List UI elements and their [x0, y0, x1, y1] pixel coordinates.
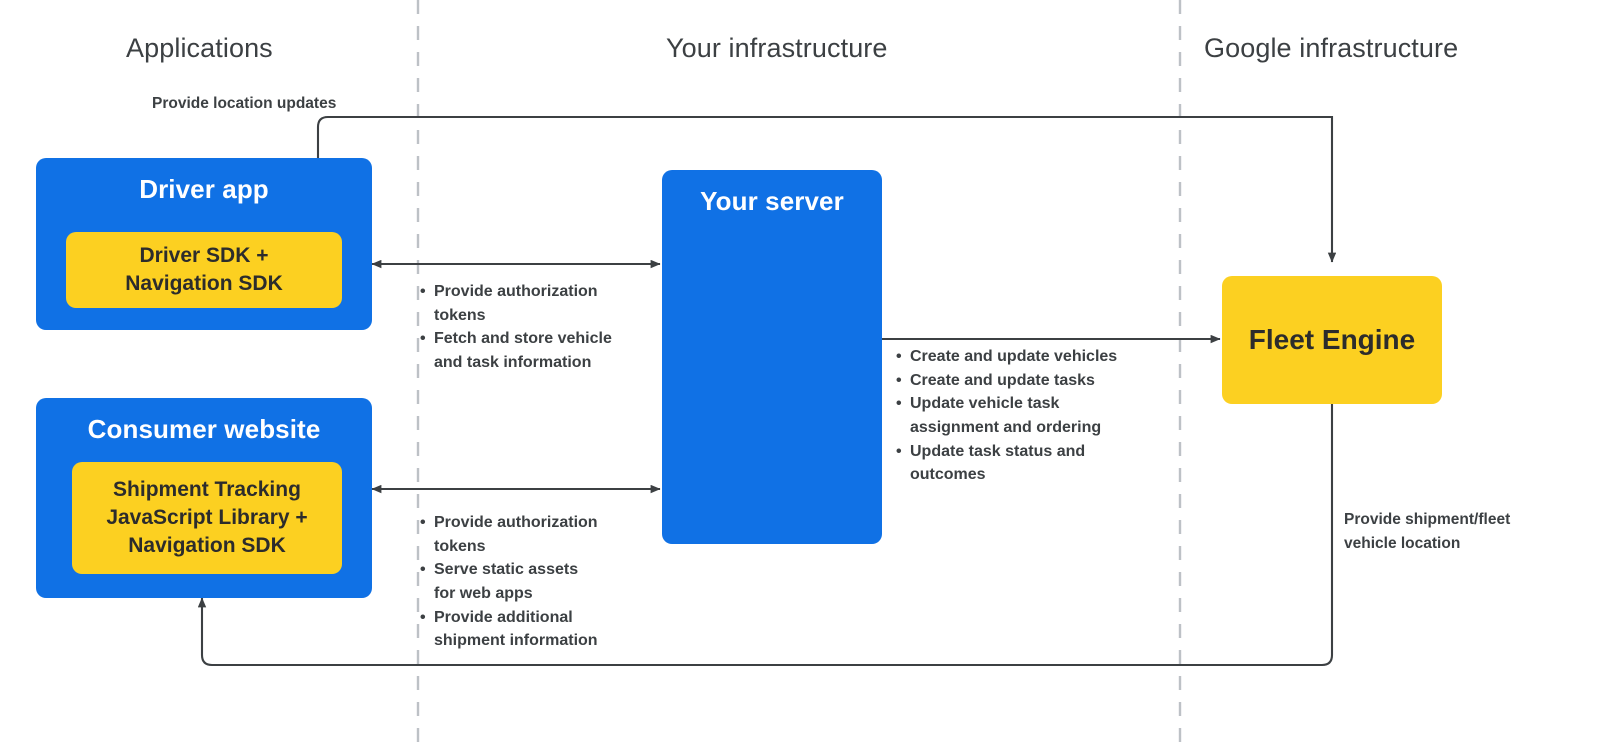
node-your-server[interactable]: Your server [662, 170, 882, 544]
bullet-dot-icon: • [420, 561, 426, 579]
node-fleet-engine-title: Fleet Engine [1248, 324, 1416, 355]
bullet-dot-icon: • [420, 514, 426, 531]
node-driver-sdk-box[interactable]: Driver SDK +Navigation SDK [66, 232, 342, 308]
bullet-dot-icon: • [896, 348, 902, 365]
node-your-server-title: Your server [700, 186, 844, 216]
bullet-item: • Create and update vehicles [896, 345, 1158, 369]
node-fleet-engine[interactable]: Fleet Engine [1222, 276, 1442, 404]
node-driver-app-title: Driver app [139, 174, 269, 204]
zone-title-your-infrastructure: Your infrastructure [666, 33, 888, 63]
bullet-dot-icon: • [420, 283, 426, 300]
node-driver-app[interactable]: Driver app Driver SDK +Navigation SDK [36, 158, 372, 330]
bullet-text: Create and update vehicles [910, 348, 1118, 365]
bullet-dot-icon: • [420, 330, 426, 348]
zone-title-google-infrastructure: Google infrastructure [1204, 33, 1459, 63]
bullet-list-server-fleet: • Create and update vehicles • Create and u… [896, 345, 1158, 487]
bullet-dot-icon: • [420, 608, 426, 626]
bullet-text: Create and update tasks [910, 371, 1095, 389]
bullet-dot-icon: • [896, 395, 902, 413]
bullet-dot-icon: • [896, 371, 902, 389]
node-consumer-website-title: Consumer website [87, 414, 321, 444]
bullet-dot-icon: • [896, 442, 902, 460]
zone-title-applications: Applications [126, 33, 273, 63]
edge-label-location-updates: Provide location updates [152, 95, 337, 112]
bullet-item: • Create and update tasks [896, 369, 1158, 393]
